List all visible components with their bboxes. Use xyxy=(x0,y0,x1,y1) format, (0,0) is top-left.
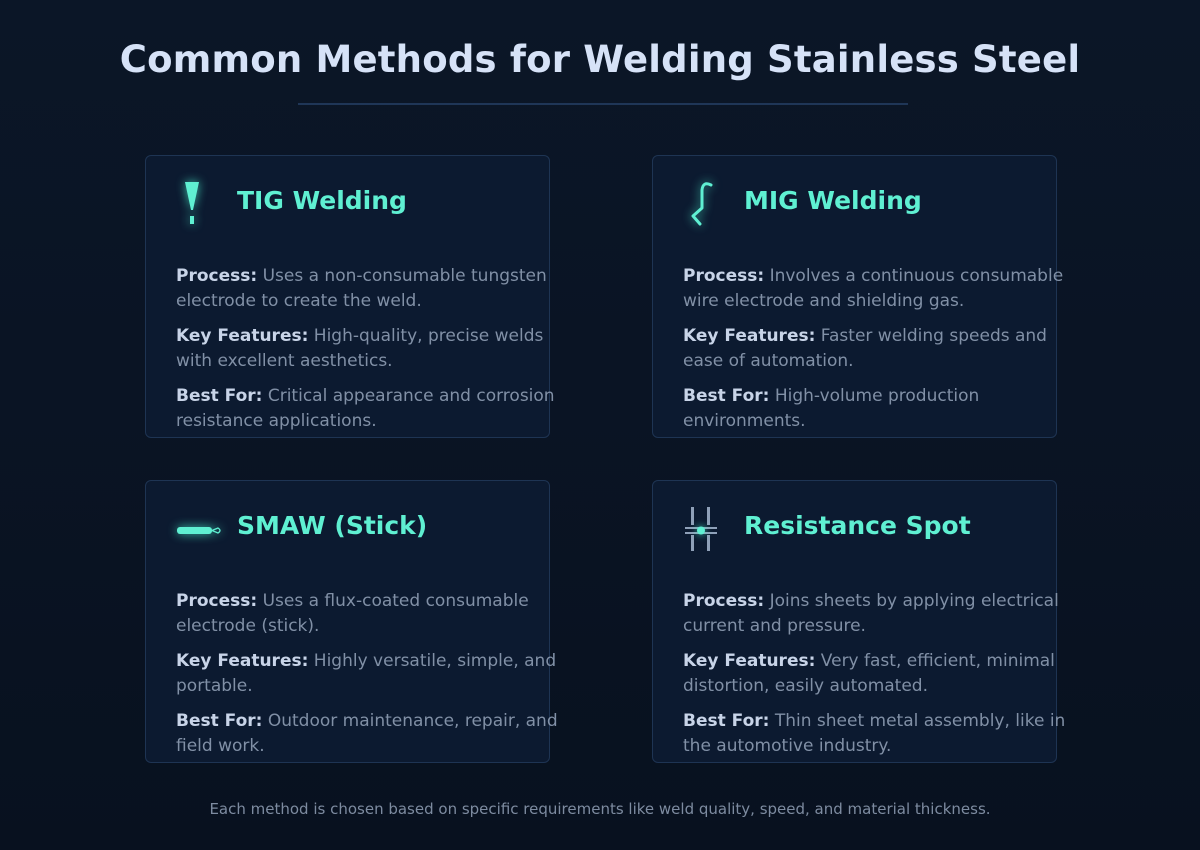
stick-electrode-icon xyxy=(177,527,221,534)
process-text: Uses a non-consumable tungsten electrode… xyxy=(176,266,547,311)
best-for-text: High-volume production environments. xyxy=(683,386,980,431)
features-label: Key Features: xyxy=(176,651,309,671)
process-label: Process: xyxy=(176,591,258,611)
features-label: Key Features: xyxy=(683,651,816,671)
best-for-row: Best For: Thin sheet metal assembly, lik… xyxy=(683,709,1078,759)
best-for-text: Critical appearance and corrosion resist… xyxy=(176,386,555,431)
process-row: Process: Uses a non-consumable tungsten … xyxy=(176,264,571,314)
footer-note: Each method is chosen based on specific … xyxy=(209,800,991,818)
card-body: Process: Uses a non-consumable tungsten … xyxy=(176,264,571,444)
best-for-label: Best For: xyxy=(176,711,263,731)
best-for-text: Thin sheet metal assembly, like in the a… xyxy=(683,711,1066,756)
process-text: Joins sheets by applying electrical curr… xyxy=(683,591,1059,636)
features-text: Faster welding speeds and ease of automa… xyxy=(683,326,1047,371)
process-row: Process: Involves a continuous consumabl… xyxy=(683,264,1078,314)
best-for-row: Best For: High-volume production environ… xyxy=(683,384,1078,434)
card-body: Process: Joins sheets by applying electr… xyxy=(683,589,1078,769)
process-row: Process: Uses a flux-coated consumable e… xyxy=(176,589,571,639)
best-for-row: Best For: Critical appearance and corros… xyxy=(176,384,571,434)
best-for-text: Outdoor maintenance, repair, and field w… xyxy=(176,711,558,756)
tig-torch-icon xyxy=(185,182,199,224)
card-title: TIG Welding xyxy=(237,186,407,215)
process-label: Process: xyxy=(683,591,765,611)
card-title: MIG Welding xyxy=(744,186,922,215)
process-text: Uses a flux-coated consumable electrode … xyxy=(176,591,529,636)
spot-weld-electrodes-icon xyxy=(685,507,717,551)
process-text: Involves a continuous consumable wire el… xyxy=(683,266,1064,311)
page-title: Common Methods for Welding Stainless Ste… xyxy=(119,38,1081,81)
card-body: Process: Uses a flux-coated consumable e… xyxy=(176,589,571,769)
method-card-tig: TIG Welding Process: Uses a non-consumab… xyxy=(145,155,555,438)
best-for-row: Best For: Outdoor maintenance, repair, a… xyxy=(176,709,571,759)
features-text: Highly versatile, simple, and portable. xyxy=(176,651,557,696)
features-text: High-quality, precise welds with excelle… xyxy=(176,326,544,371)
best-for-label: Best For: xyxy=(683,711,770,731)
method-card-smaw: SMAW (Stick) Process: Uses a flux-coated… xyxy=(145,480,558,763)
features-row: Key Features: Faster welding speeds and … xyxy=(683,324,1078,374)
process-label: Process: xyxy=(683,266,765,286)
features-label: Key Features: xyxy=(176,326,309,346)
method-card-mig: MIG Welding Process: Involves a continuo… xyxy=(652,155,1063,438)
features-row: Key Features: Highly versatile, simple, … xyxy=(176,649,571,699)
card-body: Process: Involves a continuous consumabl… xyxy=(683,264,1078,444)
mig-gun-icon xyxy=(691,182,713,226)
card-title: Resistance Spot xyxy=(744,511,971,540)
features-row: Key Features: High-quality, precise weld… xyxy=(176,324,571,374)
best-for-label: Best For: xyxy=(176,386,263,406)
process-row: Process: Joins sheets by applying electr… xyxy=(683,589,1078,639)
card-title: SMAW (Stick) xyxy=(237,511,428,540)
features-label: Key Features: xyxy=(683,326,816,346)
method-card-resistance-spot: Resistance Spot Process: Joins sheets by… xyxy=(652,480,1065,763)
features-text: Very fast, efficient, minimal distortion… xyxy=(683,651,1055,696)
title-divider xyxy=(298,103,908,105)
features-row: Key Features: Very fast, efficient, mini… xyxy=(683,649,1078,699)
process-label: Process: xyxy=(176,266,258,286)
best-for-label: Best For: xyxy=(683,386,770,406)
